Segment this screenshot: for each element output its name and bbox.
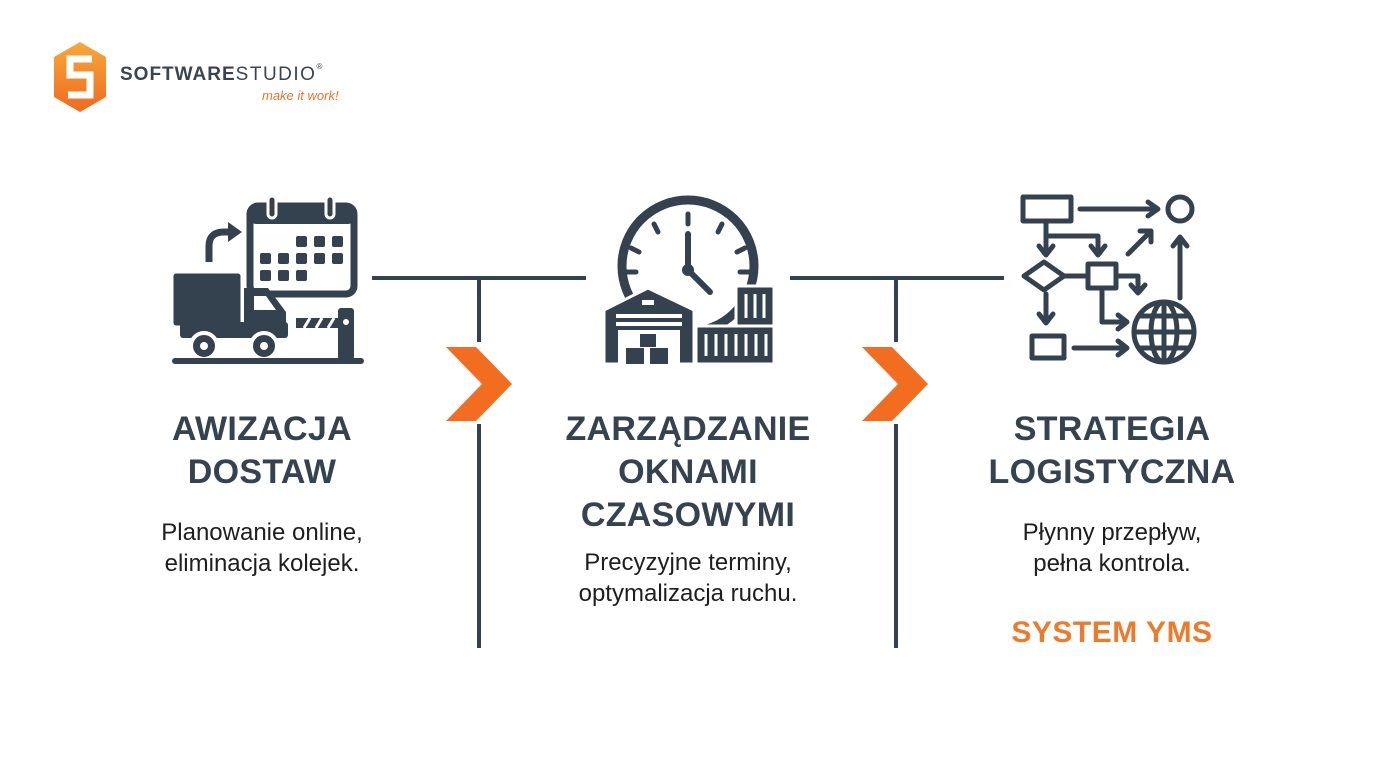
step-2-title-line: OKNAMI — [618, 453, 758, 491]
step-1-title-line: DOSTAW — [187, 453, 337, 491]
step-2-desc-line: optymalizacja ruchu. — [578, 580, 798, 607]
brand-light: STUDIO — [235, 64, 317, 85]
step-1-desc-line: eliminacja kolejek. — [164, 550, 360, 577]
registered-mark: ® — [316, 62, 324, 71]
logo-s-hexagon-icon — [54, 42, 106, 112]
step-2-description: Precyzyjne terminy, optymalizacja ruchu. — [528, 547, 848, 609]
divider-1-bottom — [477, 424, 481, 648]
step-1-title-line: AWIZACJA — [172, 410, 352, 448]
flowchart-globe-icon — [1018, 192, 1200, 366]
clock-warehouse-containers-icon — [602, 192, 774, 366]
chevron-right-icon — [862, 345, 932, 425]
step-1-desc-line: Planowanie online, — [161, 519, 363, 546]
step-3-title-line: STRATEGIA — [1013, 410, 1211, 448]
step-3-desc-line: Płynny przepływ, — [1022, 519, 1202, 546]
software-studio-logo: SOFTWARESTUDIO® make it work! — [54, 42, 384, 112]
divider-2-bottom — [894, 424, 898, 648]
truck-calendar-barrier-icon — [164, 194, 364, 366]
step-3-desc-line: pełna kontrola. — [1033, 550, 1191, 577]
step-2-desc-line: Precyzyjne terminy, — [584, 549, 792, 576]
chevron-right-icon — [446, 345, 516, 425]
step-3-title: STRATEGIA LOGISTYCZNA — [962, 408, 1262, 494]
step-2-title-line: ZARZĄDZANIE — [565, 410, 811, 448]
system-yms-label: SYSTEM YMS — [1011, 616, 1213, 649]
step-3-title-line: LOGISTYCZNA — [988, 453, 1236, 491]
step-1-title: AWIZACJA DOSTAW — [112, 408, 412, 494]
step-2-title: ZARZĄDZANIE OKNAMI CZASOWYMI — [528, 408, 848, 537]
step-1-description: Planowanie online, eliminacja kolejek. — [112, 517, 412, 579]
step-3-description: Płynny przepływ, pełna kontrola. — [962, 517, 1262, 579]
step-2-title-line: CZASOWYMI — [580, 496, 796, 534]
divider-2-top — [894, 278, 898, 342]
divider-1-top — [477, 278, 481, 342]
tagline: make it work! — [262, 88, 339, 103]
brand-bold: SOFTWARE — [120, 64, 236, 85]
brand-name: SOFTWARESTUDIO® — [120, 62, 324, 86]
